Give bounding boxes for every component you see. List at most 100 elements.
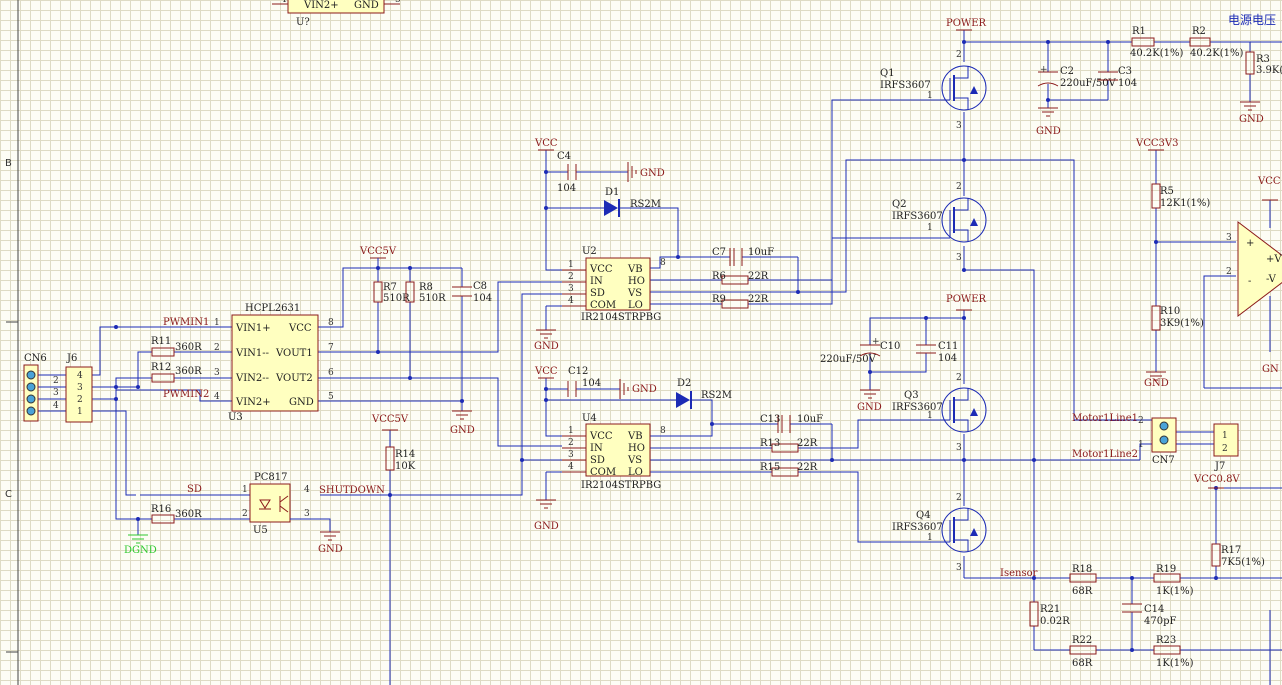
chip-u3-hcpl2631[interactable]: HCPL2631 U3 VIN1+ VIN1-- VIN2-- VIN2+ VC…	[214, 303, 334, 423]
resistor-r22[interactable]: R22 68R	[1069, 635, 1097, 669]
pin-number: 3	[956, 563, 962, 573]
value: RS2M	[701, 390, 732, 401]
capacitor-c7[interactable]: C7 10uF	[712, 247, 774, 266]
net-label-sd: SD	[187, 484, 202, 495]
designator: CN7	[1152, 455, 1175, 466]
designator: R21	[1040, 604, 1060, 615]
designator: U?	[296, 17, 310, 28]
power-ports: POWER POWER VCC VCC VCC5V VCC5V VCC3V3	[359, 18, 1281, 489]
pin-label: LO	[628, 300, 643, 311]
mosfet-q2[interactable]: Q2 IRFS3607 1 2 3	[892, 182, 987, 263]
net-label-shutdown: SHUTDOWN	[319, 485, 385, 496]
chip-u4-ir2104[interactable]: U4 IR2104STRPBG VCC IN SD COM VB HO VS L…	[562, 413, 666, 491]
pin-label: -V	[1266, 274, 1277, 285]
pin-number: 3	[77, 383, 83, 393]
diode-d2[interactable]: D2 RS2M	[676, 378, 732, 409]
resistor-r12[interactable]: R12 360R	[151, 362, 202, 383]
resistor-r11[interactable]: R11 360R	[151, 336, 202, 357]
value: 3.9K(	[1256, 65, 1282, 76]
designator: C11	[938, 341, 958, 352]
resistor-r6[interactable]: R6 22R	[712, 271, 769, 285]
pin-number: 3	[568, 450, 574, 460]
pin-number: 2	[568, 438, 574, 448]
resistor-r19[interactable]: R19 1K(1%)	[1153, 564, 1194, 597]
connector-cn6[interactable]: CN6 2 3 4	[23, 353, 59, 422]
power-port-vcc3v3: VCC3V3	[1135, 138, 1178, 151]
capacitor-c10[interactable]: + C10 220uF/50V	[820, 337, 900, 365]
optocoupler-u5-pc817[interactable]: PC817 U5 1 2 3 4	[242, 472, 331, 536]
resistor-r1[interactable]: R1 40.2K(1%)	[1130, 26, 1184, 59]
pin-label: VIN1--	[235, 348, 269, 359]
capacitor-c4[interactable]: C4 104	[557, 151, 577, 194]
opamp-partial[interactable]: + - +V -V 3 2 GN	[1226, 220, 1282, 375]
ground-label: GND	[450, 425, 475, 436]
net-label-isensor: Isensor	[1000, 568, 1038, 579]
capacitor-c3[interactable]: C3 104	[1098, 66, 1137, 89]
pin-label: VIN1+	[235, 323, 271, 334]
capacitor-c14[interactable]: C14 470pF	[1122, 603, 1176, 627]
resistor-r21[interactable]: R21 0.02R	[1029, 601, 1070, 627]
capacitor-c12[interactable]: C12 104	[567, 366, 601, 397]
pin-label: VOUT1	[275, 348, 313, 359]
resistor-r23[interactable]: R23 1K(1%)	[1153, 635, 1194, 669]
pin-number: 4	[53, 401, 59, 411]
power-port-power-mid: POWER	[946, 294, 987, 311]
pin-number: 2	[214, 343, 220, 353]
resistor-r15[interactable]: R15 22R	[760, 462, 818, 477]
resistor-r10[interactable]: R10 3K9(1%)	[1151, 305, 1204, 331]
pin-number: 1	[568, 260, 574, 270]
mosfet-q1[interactable]: Q1 IRFS3607 1 2 3	[880, 50, 987, 131]
mosfet-q4[interactable]: Q4 IRFS3607 1 2 3	[892, 493, 987, 573]
connector-cn7[interactable]: CN7 2 1	[1138, 416, 1177, 466]
part-name: IR2104STRPBG	[581, 480, 661, 491]
power-port-vcc-u4: VCC	[534, 366, 558, 379]
resistor-r9[interactable]: R9 22R	[712, 294, 769, 309]
partial-chip-u-unknown[interactable]: VIN2+ GND 4 5 U?	[272, 0, 401, 28]
resistor-r3[interactable]: R3 3.9K(	[1245, 51, 1282, 76]
pin-number: 8	[660, 258, 666, 268]
capacitor-c2[interactable]: + C2 220uF/50V	[1037, 65, 1117, 89]
ground-label: GND	[640, 168, 665, 179]
pin-number: 1	[568, 426, 574, 436]
ground-u5: GND	[318, 531, 343, 555]
designator: C12	[568, 366, 588, 377]
pin-number: 2	[1138, 416, 1144, 426]
ground-label: GND	[1036, 126, 1061, 137]
connector-j6[interactable]: J6 4 3 2 1	[65, 353, 93, 423]
ground-label: GND	[857, 402, 882, 413]
capacitor-c8[interactable]: C8 104	[452, 281, 492, 304]
resistor-r18[interactable]: R18 68R	[1069, 564, 1097, 597]
chip-u2-ir2104[interactable]: U2 IR2104STRPBG VCC IN SD COM VB HO VS L…	[562, 246, 666, 323]
resistor-r5[interactable]: R5 12K1(1%)	[1151, 183, 1210, 209]
pin-label: SD	[590, 288, 605, 299]
pin-label: VS	[627, 288, 642, 299]
resistor-r17[interactable]: R17 7K5(1%)	[1211, 543, 1265, 568]
power-port-vcc5v-r14: VCC5V	[371, 414, 409, 431]
net-label-motor1line2: Motor1Line2	[1072, 449, 1138, 460]
power-label: VCC	[534, 138, 558, 149]
resistor-r2[interactable]: R2 40.2K(1%)	[1189, 26, 1244, 59]
ground-c4: GND	[627, 162, 665, 182]
resistor-r13[interactable]: R13 22R	[760, 438, 818, 453]
resistor-r14[interactable]: R14 10K	[385, 446, 416, 472]
pin-number: 4	[214, 392, 220, 402]
capacitor-c13[interactable]: C13 10uF	[760, 414, 823, 433]
resistor-r8[interactable]: R8 510R	[405, 281, 446, 304]
pin-label: LO	[628, 467, 643, 478]
pin-number: 1	[927, 223, 933, 233]
mosfet-q3[interactable]: Q3 IRFS3607 1 2 3	[892, 373, 987, 453]
value: 7K5(1%)	[1221, 557, 1265, 568]
diode-d1[interactable]: D1 RS2M	[604, 187, 661, 217]
capacitor-c11[interactable]: C11 104	[916, 341, 958, 364]
connector-j7[interactable]: 1 2 J7	[1213, 423, 1239, 472]
pin-number: 2	[1226, 267, 1232, 277]
designator: U3	[228, 412, 243, 423]
net-label-pwmin1: PWMIN1	[163, 317, 209, 328]
pin-number: 2	[242, 509, 248, 519]
resistor-r16[interactable]: R16 360R	[151, 504, 202, 524]
power-port-vcc-partial: VCC	[1257, 176, 1281, 201]
pin-number: 4	[568, 296, 574, 306]
resistor-r7[interactable]: R7 510R	[373, 281, 410, 304]
designator: U4	[582, 413, 597, 424]
